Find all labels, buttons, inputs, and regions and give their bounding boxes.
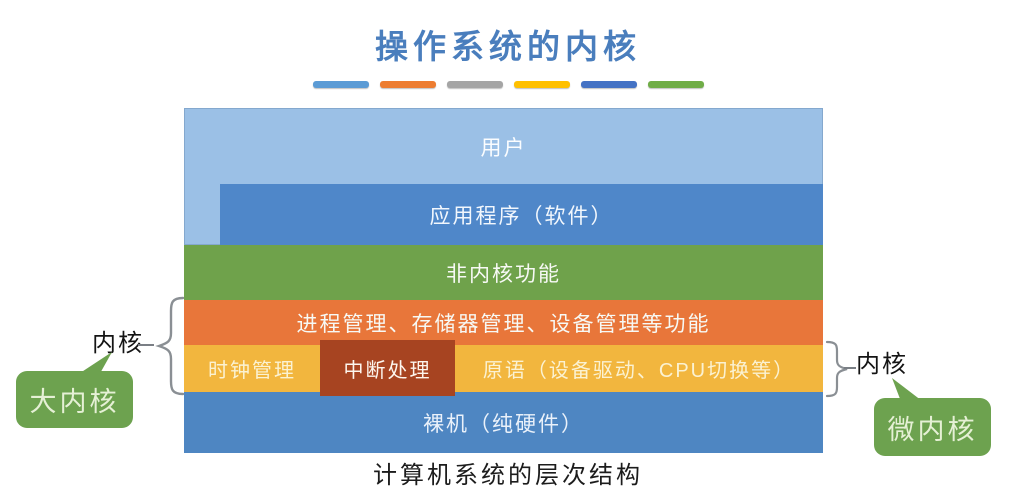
kernel-cell-primitive-label: 原语（设备驱动、CPU切换等）	[482, 360, 796, 382]
slide-title: 操作系统的内核	[375, 28, 641, 65]
layer-management: 进程管理、存储器管理、设备管理等功能	[184, 300, 823, 345]
layer-kernel-row: 时钟管理 中断处理 原语（设备驱动、CPU切换等）	[184, 340, 823, 396]
layer-non-kernel: 非内核功能	[184, 245, 823, 300]
kernel-cell-interrupt: 中断处理	[320, 340, 455, 396]
kernel-connector-right	[844, 367, 856, 369]
layer-user-label: 用户	[480, 137, 527, 160]
layer-application: 应用程序（软件）	[220, 184, 823, 245]
big-kernel-bubble-label: 大内核	[29, 387, 120, 417]
divider-dash-dark-blue	[580, 81, 637, 88]
layer-hardware: 裸机（纯硬件）	[184, 392, 823, 453]
divider-dash-green	[647, 81, 704, 88]
micro-kernel-bubble: 微内核	[874, 398, 991, 456]
layer-diagram: 用户 应用程序（软件） 非内核功能 进程管理、存储器管理、设备管理等功能 时钟管…	[184, 108, 823, 453]
kernel-connector-left	[138, 344, 154, 346]
micro-kernel-bubble-label: 微内核	[887, 414, 978, 445]
big-kernel-bubble: 大内核	[16, 371, 133, 428]
right-brace-icon	[825, 340, 848, 398]
big-kernel-bubble-tail	[74, 352, 112, 377]
diagram-caption: 计算机系统的层次结构	[373, 462, 643, 489]
kernel-cell-interrupt-label: 中断处理	[343, 359, 432, 382]
micro-kernel-bubble-tail	[892, 378, 926, 404]
divider-dash-gold	[513, 81, 570, 88]
left-brace-icon	[155, 296, 185, 396]
kernel-cell-clock: 时钟管理	[184, 345, 320, 392]
kernel-cell-clock-label: 时钟管理	[208, 360, 296, 382]
layer-non-kernel-label: 非内核功能	[446, 262, 561, 286]
kernel-cell-primitive: 原语（设备驱动、CPU切换等）	[455, 345, 823, 392]
kernel-label-left: 内核	[92, 330, 144, 357]
kernel-label-right: 内核	[856, 351, 908, 378]
layer-application-label: 应用程序（软件）	[429, 204, 614, 228]
divider-dash-gray	[446, 81, 503, 88]
divider-dash-light-blue	[312, 81, 369, 88]
layer-hardware-label: 裸机（纯硬件）	[423, 412, 584, 436]
layer-management-label: 进程管理、存储器管理、设备管理等功能	[296, 312, 711, 336]
divider-dash-orange	[379, 81, 436, 88]
title-divider	[0, 81, 1016, 88]
